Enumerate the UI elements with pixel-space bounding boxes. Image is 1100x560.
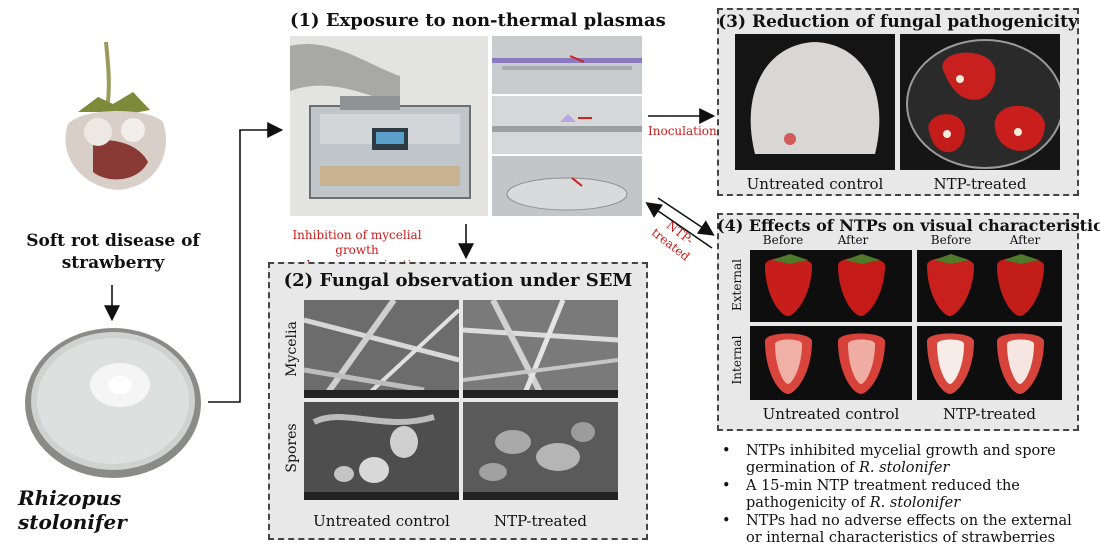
petri-dish-image [22, 325, 204, 480]
disease-label-line1: Soft rot disease of [26, 231, 200, 251]
pathogenicity-caption-untreated: Untreated control [746, 175, 884, 193]
visual-caption-ntp: NTP-treated [943, 405, 1036, 423]
sem-spores-untreated [304, 402, 459, 500]
col-label-before-1: Before [762, 233, 804, 247]
key-findings-list: NTPs inhibited mycelial growth and spore… [718, 443, 1093, 548]
finding-2: A 15-min NTP treatment reduced the patho… [718, 478, 1093, 512]
row-label-internal-wrap: Internal [726, 325, 748, 397]
pathogenicity-ntp-photo [900, 34, 1060, 170]
row-label-external-wrap: External [726, 250, 748, 322]
plasma-device-photo [290, 36, 488, 216]
external-untreated-photo [750, 250, 912, 322]
section3-title: (3) Reduction of fungal pathogenicity [718, 12, 1078, 32]
finding-1: NTPs inhibited mycelial growth and spore… [718, 443, 1093, 477]
ntp-treated-arrow-label: NTP-treated [648, 217, 697, 264]
finding-1-line2: germination of [746, 460, 860, 476]
finding-1-text: NTPs inhibited mycelial growth and spore [746, 443, 1056, 459]
sem-mycelia-ntp [463, 300, 618, 398]
sem-row-label-mycelia: Mycelia [284, 321, 300, 377]
finding-2-text: A 15-min NTP treatment reduced the [746, 478, 1020, 494]
sem-row-label-mycelia-wrap: Mycelia [282, 305, 302, 393]
disease-label-line2: strawberry [61, 253, 165, 273]
finding-3-text: NTPs had no adverse effects on the exter… [746, 513, 1072, 529]
finding-3: NTPs had no adverse effects on the exter… [718, 513, 1093, 547]
section1-note-line1: Inhibition of mycelial growth [292, 228, 422, 257]
external-ntp-photo [917, 250, 1062, 322]
sem-caption-ntp: NTP-treated [494, 512, 587, 530]
sem-row-label-spores: Spores [284, 423, 300, 473]
inoculation-label: Inoculation [648, 124, 717, 138]
section4-title: (4) Effects of NTPs on visual characteri… [717, 216, 1100, 235]
sem-caption-untreated: Untreated control [313, 512, 450, 530]
sem-mycelia-untreated [304, 300, 459, 398]
finding-3-line2: or internal characteristics of strawberr… [746, 530, 1056, 546]
finding-2-italic: R. stolonifer [869, 495, 961, 511]
sem-spores-ntp [463, 402, 618, 500]
section1-title: (1) Exposure to non-thermal plasmas [290, 10, 666, 31]
col-label-after-2: After [1009, 233, 1041, 247]
plasma-photo-top [492, 36, 642, 94]
section2-title: (2) Fungal observation under SEM [283, 270, 633, 291]
rotten-strawberry-image [38, 41, 188, 192]
visual-caption-untreated: Untreated control [762, 405, 900, 423]
species-label: Rhizopus stolonifer [18, 486, 127, 534]
finding-2-line2: pathogenicity of [746, 495, 870, 511]
disease-label: Soft rot disease of strawberry [18, 230, 208, 274]
plasma-photo-bottom [492, 156, 642, 216]
pathogenicity-untreated-photo [735, 34, 895, 170]
internal-untreated-photo [750, 326, 912, 400]
internal-ntp-photo [917, 326, 1062, 400]
row-label-internal: Internal [730, 335, 744, 385]
col-label-before-2: Before [930, 233, 972, 247]
finding-1-italic: R. stolonifer [859, 460, 950, 476]
plasma-photo-middle [492, 96, 642, 154]
sem-row-label-spores-wrap: Spores [282, 400, 302, 500]
row-label-external: External [730, 259, 744, 311]
pathogenicity-caption-ntp: NTP-treated [933, 175, 1027, 193]
col-label-after-1: After [837, 233, 869, 247]
